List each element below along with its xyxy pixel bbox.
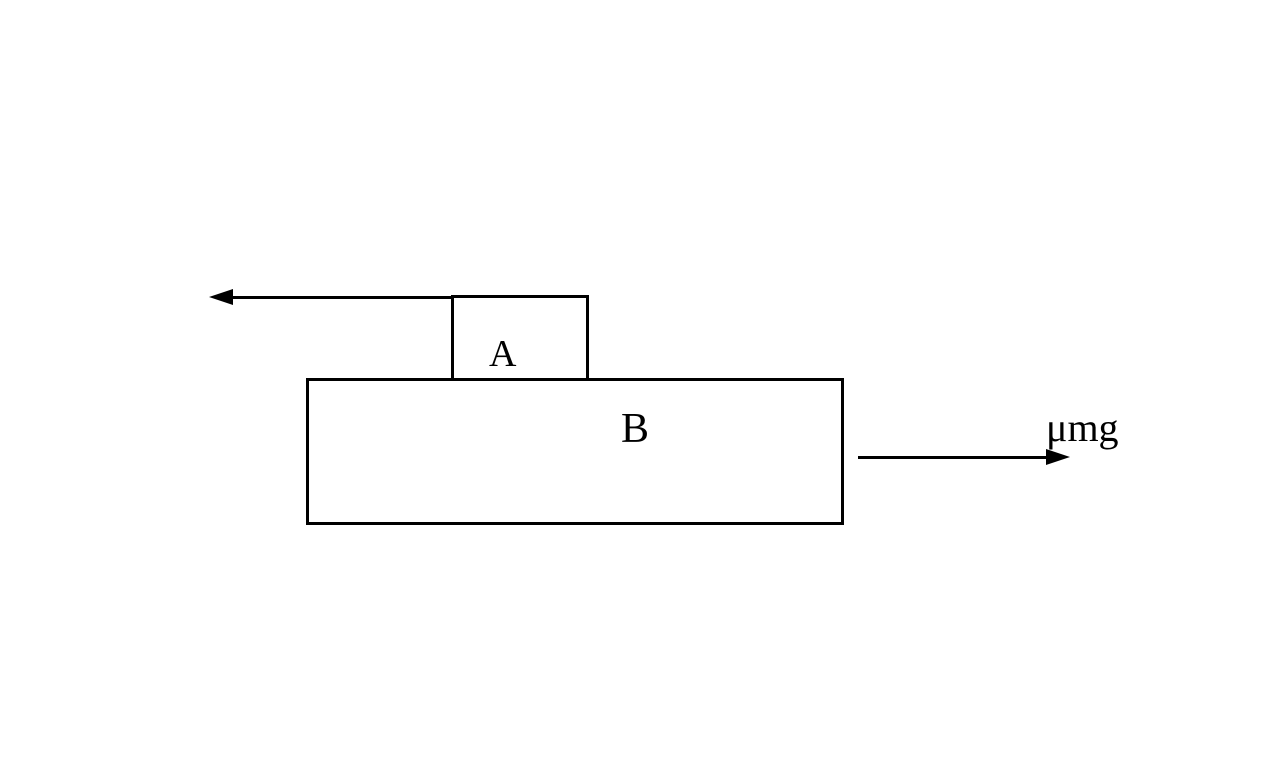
block-b-label: B xyxy=(621,406,650,452)
left-arrow-icon xyxy=(209,289,233,305)
right-arrow-line xyxy=(858,456,1048,459)
block-a xyxy=(451,295,589,381)
block-a-label: A xyxy=(489,333,517,375)
friction-force-label: μmg xyxy=(1046,405,1119,450)
left-arrow-line xyxy=(230,296,453,299)
right-arrow-icon xyxy=(1046,449,1070,465)
block-b xyxy=(306,378,844,525)
